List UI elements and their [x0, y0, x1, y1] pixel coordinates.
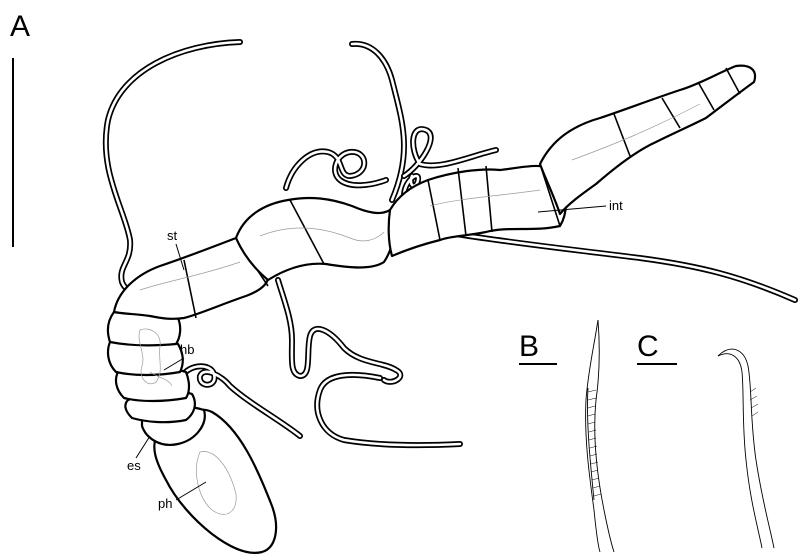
- label-st: st: [167, 228, 178, 243]
- panel-b-letter: B: [519, 330, 539, 363]
- label-es: es: [127, 458, 141, 473]
- label-hb: hb: [180, 342, 194, 357]
- label-ph: ph: [158, 496, 172, 511]
- intestine-anterior: [236, 198, 394, 280]
- panel-b-drawing: [586, 320, 614, 552]
- panel-c-drawing: [718, 349, 774, 548]
- panel-c-letter: C: [637, 330, 659, 363]
- panel-a-letter: A: [10, 10, 30, 43]
- label-int: int: [609, 198, 623, 213]
- intestine-posterior: [540, 66, 755, 214]
